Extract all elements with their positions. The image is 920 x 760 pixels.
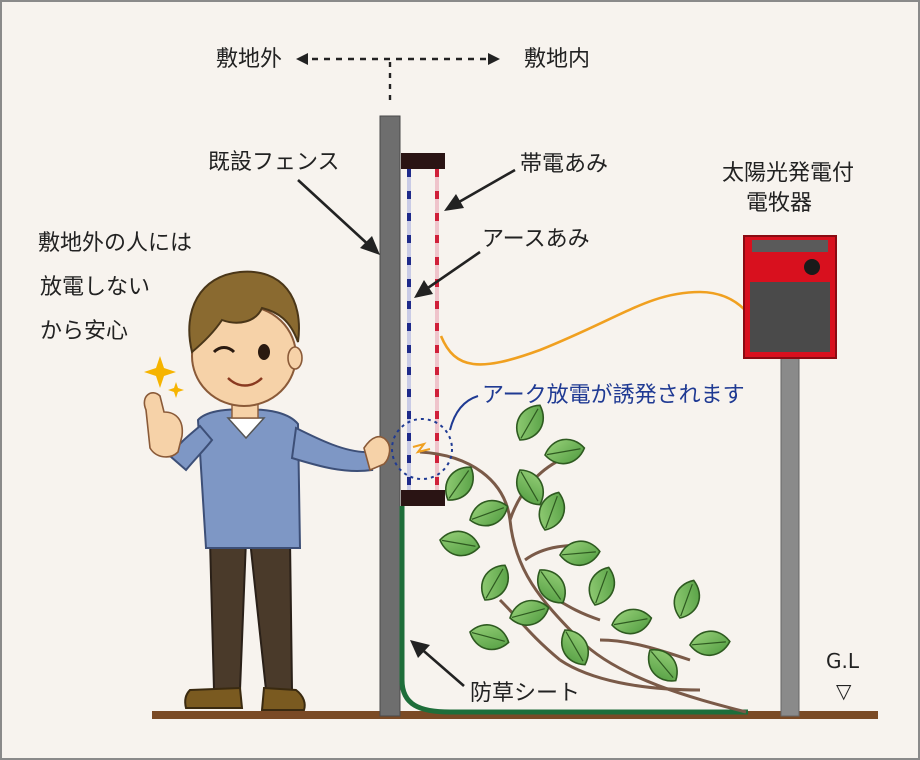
label-charged-mesh: 帯電あみ — [520, 152, 608, 177]
speech-line-1: 敷地外の人には — [38, 231, 192, 256]
label-charger-line1: 太陽光発電付 — [722, 161, 854, 186]
ground-level-symbol: ▽ — [836, 679, 852, 703]
speech-line-3: から安心 — [40, 319, 128, 344]
label-ground-level: G.L — [826, 649, 860, 673]
charger-post — [780, 355, 800, 717]
charger-lamp — [804, 259, 820, 275]
speech-line-2: 放電しない — [40, 275, 150, 300]
existing-fence-post — [379, 115, 401, 717]
man-illustration — [143, 270, 391, 711]
label-charger-line2: 電牧器 — [746, 191, 812, 216]
label-inside: 敷地内 — [524, 47, 590, 72]
sparkle-icon — [144, 356, 184, 398]
arrow-existing-fence — [297, 179, 380, 255]
direction-indicator: 敷地外 敷地内 — [216, 47, 590, 106]
charger-wire — [439, 290, 746, 366]
label-existing-fence: 既設フェンス — [208, 150, 340, 175]
arrow-earth-mesh — [414, 250, 481, 298]
label-weed-sheet: 防草シート — [470, 681, 580, 706]
arrow-charged-mesh — [444, 168, 516, 211]
label-arc-note: アーク放電が誘発されます — [482, 383, 745, 408]
arrow-weed-sheet — [410, 640, 465, 687]
label-outside: 敷地外 — [216, 47, 282, 72]
electric-mesh — [401, 153, 445, 506]
arc-discharge-zone — [391, 395, 479, 480]
weed-sheet — [399, 506, 748, 715]
label-earth-mesh: アースあみ — [482, 227, 590, 252]
ground-line — [152, 711, 878, 719]
solar-charger — [743, 235, 837, 359]
